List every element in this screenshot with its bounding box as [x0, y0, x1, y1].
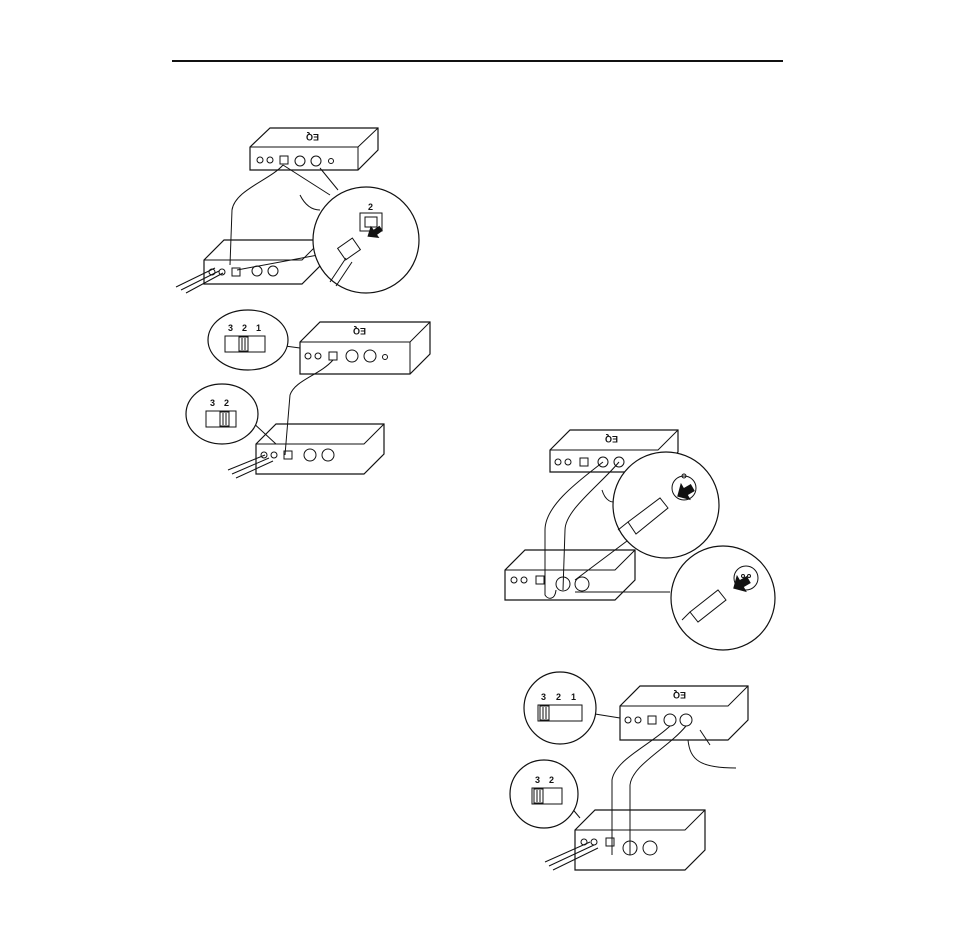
switch-pos-3: 3 [541, 692, 546, 702]
switch-pos-3: 3 [535, 775, 540, 785]
switch-pos-2: 2 [556, 692, 561, 702]
switch-callout-upper [524, 672, 596, 744]
upper-device-box: EQ [620, 686, 748, 740]
box-label: EQ [673, 690, 686, 700]
switch-pos-2: 2 [549, 775, 554, 785]
lower-device-box [575, 810, 705, 870]
switch-pos-1: 1 [571, 692, 576, 702]
switch-callout-lower [510, 760, 578, 828]
